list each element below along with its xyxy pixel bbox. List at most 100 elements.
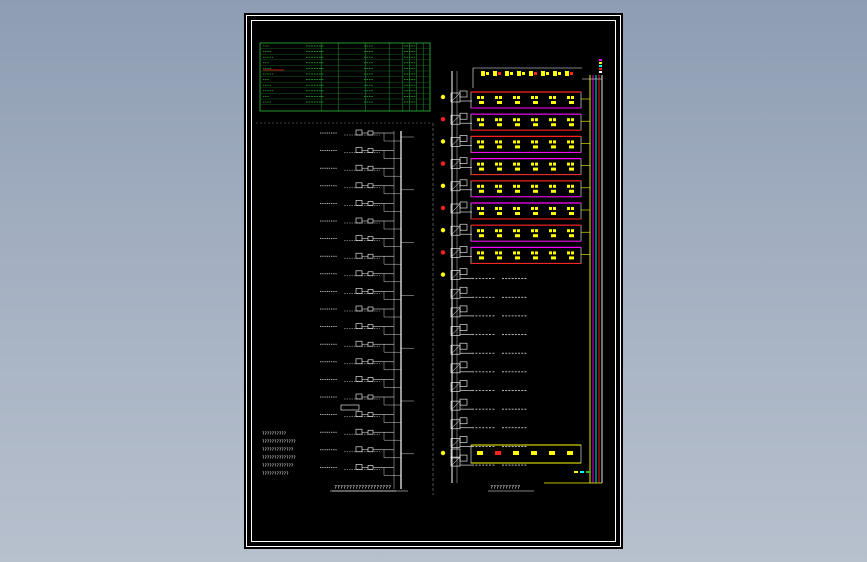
panel-breaker-icon (571, 251, 574, 255)
panel-breaker-icon (477, 184, 480, 188)
panel-breaker-icon (553, 118, 556, 122)
panel-breaker-icon (479, 234, 484, 238)
inner-frame (251, 20, 616, 542)
panel-breaker-icon (571, 229, 574, 233)
panel-breaker-icon (567, 207, 570, 210)
meter-symbol-icon (440, 161, 446, 166)
breaker-symbol-icon (450, 344, 461, 355)
meter-box (355, 129, 363, 136)
panel-breaker-icon (571, 96, 574, 99)
legend-line: ??????????? (262, 471, 289, 476)
panel-breaker-icon (479, 101, 484, 104)
meter-box (355, 288, 363, 294)
panel-breaker-icon (497, 234, 502, 238)
panel-breaker-icon (481, 140, 484, 144)
meter-box (367, 359, 374, 365)
panel-breaker-icon (495, 229, 498, 233)
panel-breaker-icon (517, 118, 520, 122)
top-breaker-icon (481, 71, 485, 76)
junction-box (340, 404, 360, 411)
panel-breaker-icon (513, 251, 516, 255)
panel-breaker-icon (497, 123, 502, 127)
breaker-contact (451, 457, 460, 466)
panel-breaker-icon (549, 118, 552, 122)
meter-box (355, 323, 363, 329)
legend-line: ?????????? (262, 431, 287, 436)
breaker-symbol-icon (450, 248, 461, 258)
panel-breaker-icon (515, 212, 520, 215)
meter-box (367, 289, 374, 294)
legend-block: ?????????? ?????????????? ????????????? … (262, 431, 296, 476)
meter-box (355, 252, 363, 259)
panel-breaker-icon (549, 96, 552, 99)
breaker-symbol-icon (450, 307, 461, 318)
panel-breaker-icon (533, 145, 538, 149)
meter-box (355, 393, 363, 400)
panel-breaker-icon (517, 207, 520, 210)
meter-box (355, 305, 363, 312)
panel-breaker-icon (571, 184, 574, 188)
panel-breaker-icon (569, 189, 574, 193)
breaker-contact (451, 116, 460, 124)
meter-box (355, 411, 363, 417)
meter-box (367, 130, 374, 136)
meter-box (367, 447, 374, 453)
top-breaker-icon (565, 71, 569, 76)
color-key-swatch (580, 471, 584, 473)
panel-box (470, 224, 582, 242)
panel-breaker-icon (553, 184, 556, 188)
top-breaker-icon (498, 72, 501, 75)
panel-breaker-icon (567, 118, 570, 122)
breaker-contact (451, 327, 460, 335)
panel-breaker-icon (479, 145, 484, 149)
panel-breaker-icon (533, 189, 538, 193)
drawing-sheet: ?????????? ?????????????? ????????????? … (244, 13, 623, 549)
color-key-swatch (599, 62, 602, 64)
panel-box (470, 444, 582, 464)
breaker-symbol-icon (450, 419, 461, 430)
meter-box (355, 270, 363, 277)
panel-breaker-icon (533, 101, 538, 104)
meter-box (367, 377, 374, 382)
breaker-symbol-icon (450, 114, 461, 125)
breaker-contact (451, 383, 460, 391)
panel-breaker-icon (535, 184, 538, 188)
panel-breaker-icon (481, 184, 484, 188)
meter-box (367, 394, 374, 400)
meter-box (367, 429, 374, 435)
meter-box (459, 268, 468, 275)
legend-line: ????????????? (262, 447, 294, 452)
meter-box (367, 201, 374, 206)
meter-box (459, 246, 468, 253)
top-breaker-icon (546, 72, 549, 75)
panel-breaker-icon (513, 184, 516, 188)
breaker-contact (451, 420, 460, 428)
panel-breaker-icon (551, 167, 556, 171)
panel-breaker-icon (497, 101, 502, 104)
panel-breaker-icon (499, 140, 502, 144)
meter-symbol-icon (440, 450, 446, 456)
panel-breaker-icon (571, 162, 574, 166)
panel-breaker-icon (513, 162, 516, 166)
panel-breaker-icon (499, 96, 502, 99)
panel-breaker-icon (499, 229, 502, 233)
meter-box (355, 217, 363, 224)
outer-frame (246, 15, 621, 547)
panel-breaker-icon (513, 229, 516, 233)
panel-breaker-icon (499, 207, 502, 210)
panel-breaker-icon (495, 207, 498, 210)
panel-breaker-icon (477, 140, 480, 144)
panel-breaker-icon (567, 451, 573, 455)
panel-breaker-icon (571, 140, 574, 144)
breaker-symbol-icon (450, 137, 461, 147)
meter-box (355, 464, 363, 470)
panel-breaker-icon (535, 251, 538, 255)
panel-breaker-icon (499, 184, 502, 188)
panel-breaker-icon (531, 162, 534, 166)
meter-symbol-icon (440, 94, 446, 100)
top-breaker-icon (517, 71, 521, 76)
panel-breaker-icon (515, 234, 520, 238)
panel-breaker-icon (535, 140, 538, 144)
panel-breaker-icon (567, 96, 570, 99)
